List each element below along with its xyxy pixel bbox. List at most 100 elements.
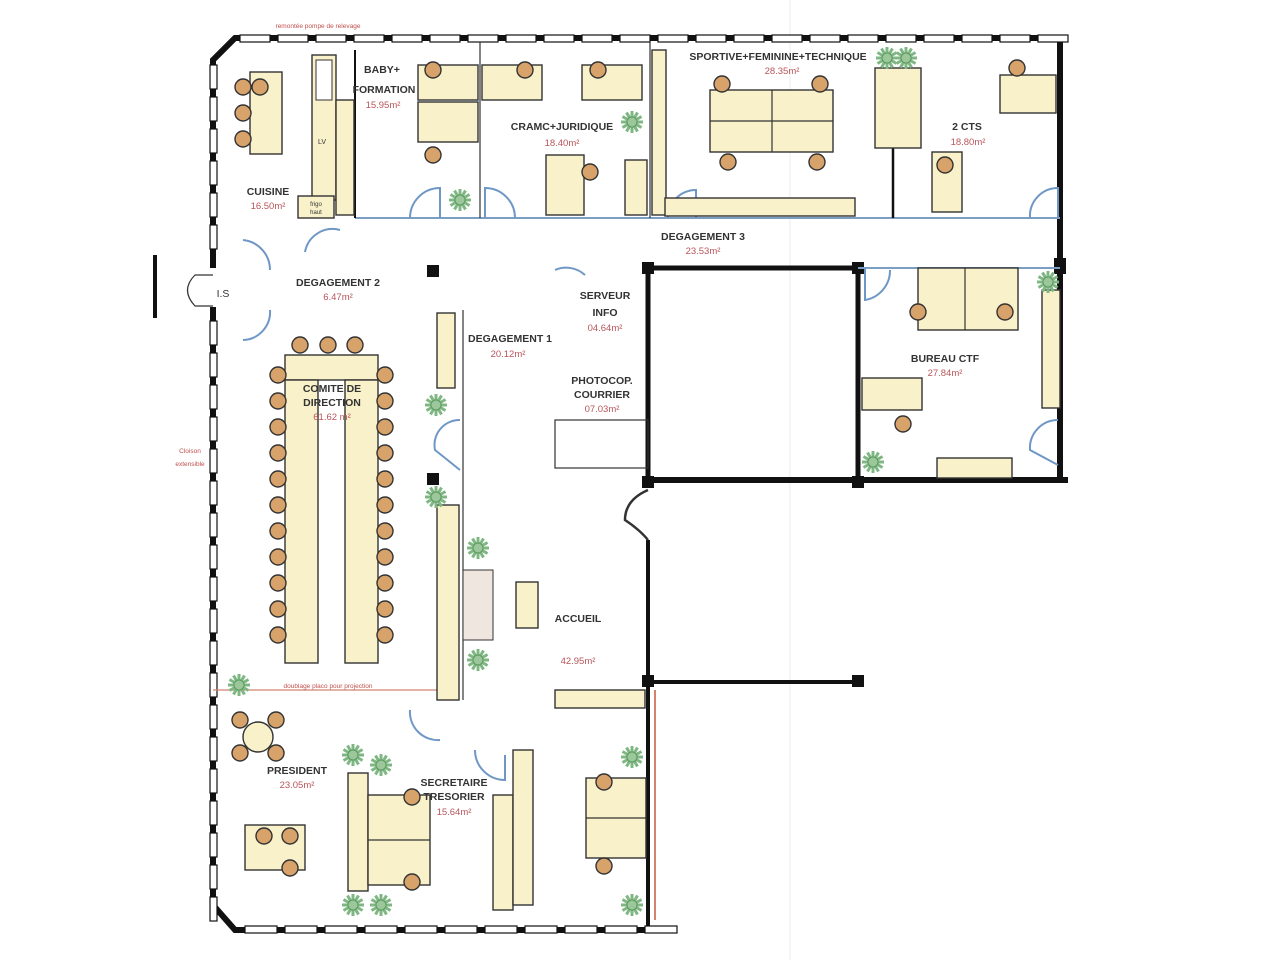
label-frigo-2: haut [310, 210, 322, 216]
window [209, 416, 218, 442]
window [999, 34, 1031, 43]
chair [376, 444, 394, 462]
room-area-cramc: 18.40m² [545, 138, 580, 149]
window [209, 512, 218, 538]
plant-center [233, 679, 245, 691]
plant-center [430, 491, 442, 503]
window [444, 925, 478, 934]
chair [808, 153, 826, 171]
window [564, 925, 598, 934]
chair [234, 104, 252, 122]
note-doublage: doublage placo pour projection [284, 683, 373, 690]
chair [996, 303, 1014, 321]
window [239, 34, 271, 43]
room-area-comite: 61.62 m² [313, 412, 351, 423]
chair [424, 61, 442, 79]
room-name-comite: COMITE DE [303, 383, 361, 395]
plant-icon [621, 111, 643, 133]
window [209, 480, 218, 506]
window [209, 768, 218, 794]
chair [269, 626, 287, 644]
window [277, 34, 309, 43]
window [209, 128, 218, 154]
room-area-cuisine: 16.50m² [251, 201, 286, 212]
plant-center [626, 899, 638, 911]
room-area-serveur: 04.64m² [588, 323, 623, 334]
window [209, 608, 218, 634]
window [391, 34, 423, 43]
room-name-photocop-2: COURRIER [574, 389, 630, 401]
plant-icon [342, 744, 364, 766]
chair [719, 153, 737, 171]
chair [936, 156, 954, 174]
plant-icon [621, 746, 643, 768]
chair [269, 392, 287, 410]
annotations: remontée pompe de relevage Cloison exten… [175, 23, 372, 690]
chair [1008, 59, 1026, 77]
window [543, 34, 575, 43]
room-labels: CUISINE 16.50m² BABY+ FORMATION 15.95m² … [217, 51, 986, 818]
plant-icon [1037, 271, 1059, 293]
room-area-degagement-1: 20.12m² [491, 349, 526, 360]
chair [281, 859, 299, 877]
room-area-president: 23.05m² [280, 780, 315, 791]
chair [516, 61, 534, 79]
plant-icon [621, 894, 643, 916]
chair [231, 744, 249, 762]
doors [242, 186, 1059, 782]
chair [713, 75, 731, 93]
room-area-degagement-2: 6.47m² [323, 292, 353, 303]
room-name-degagement-1: DEGAGEMENT 1 [468, 333, 552, 345]
plant-center [375, 759, 387, 771]
chair [269, 366, 287, 384]
chair [234, 130, 252, 148]
chair [376, 522, 394, 540]
window [209, 224, 218, 250]
room-name-baby-2: FORMATION [353, 84, 416, 96]
conference-table [284, 354, 379, 381]
plant-center [867, 456, 879, 468]
window [209, 672, 218, 698]
furniture [242, 49, 1061, 911]
chairs [231, 59, 1026, 891]
plant-center [454, 194, 466, 206]
window [961, 34, 993, 43]
room-name-photocop: PHOTOCOP. [571, 375, 633, 387]
window [209, 864, 218, 890]
chair [319, 336, 337, 354]
plant-center [626, 116, 638, 128]
chair [376, 366, 394, 384]
window [619, 34, 651, 43]
plant-center [1042, 276, 1054, 288]
window [209, 160, 218, 186]
window [209, 800, 218, 826]
chair [581, 163, 599, 181]
room-area-secretaire: 15.64m² [437, 807, 472, 818]
room-name-degagement-3: DEGAGEMENT 3 [661, 231, 745, 243]
room-name-president: PRESIDENT [267, 765, 328, 777]
plant-center [347, 899, 359, 911]
chair [424, 146, 442, 164]
window [209, 544, 218, 570]
plant-center [900, 52, 912, 64]
window [657, 34, 689, 43]
plant-center [881, 52, 893, 64]
chair [231, 711, 249, 729]
window [209, 736, 218, 762]
room-name-degagement-2: DEGAGEMENT 2 [296, 277, 380, 289]
reception-desk [554, 689, 646, 709]
window [209, 896, 218, 922]
room-area-accueil: 42.95m² [561, 656, 596, 667]
plant-icon [467, 537, 489, 559]
chair [269, 470, 287, 488]
chair [269, 548, 287, 566]
chair [811, 75, 829, 93]
room-name-secretaire: SECRETAIRE [421, 777, 488, 789]
room-area-bureau-ctf: 27.84m² [928, 368, 963, 379]
chair [376, 496, 394, 514]
plant-icon [228, 674, 250, 696]
chair [595, 857, 613, 875]
room-name-is: I.S [217, 288, 230, 300]
note-cloison-2: extensible [175, 461, 205, 468]
window [353, 34, 385, 43]
